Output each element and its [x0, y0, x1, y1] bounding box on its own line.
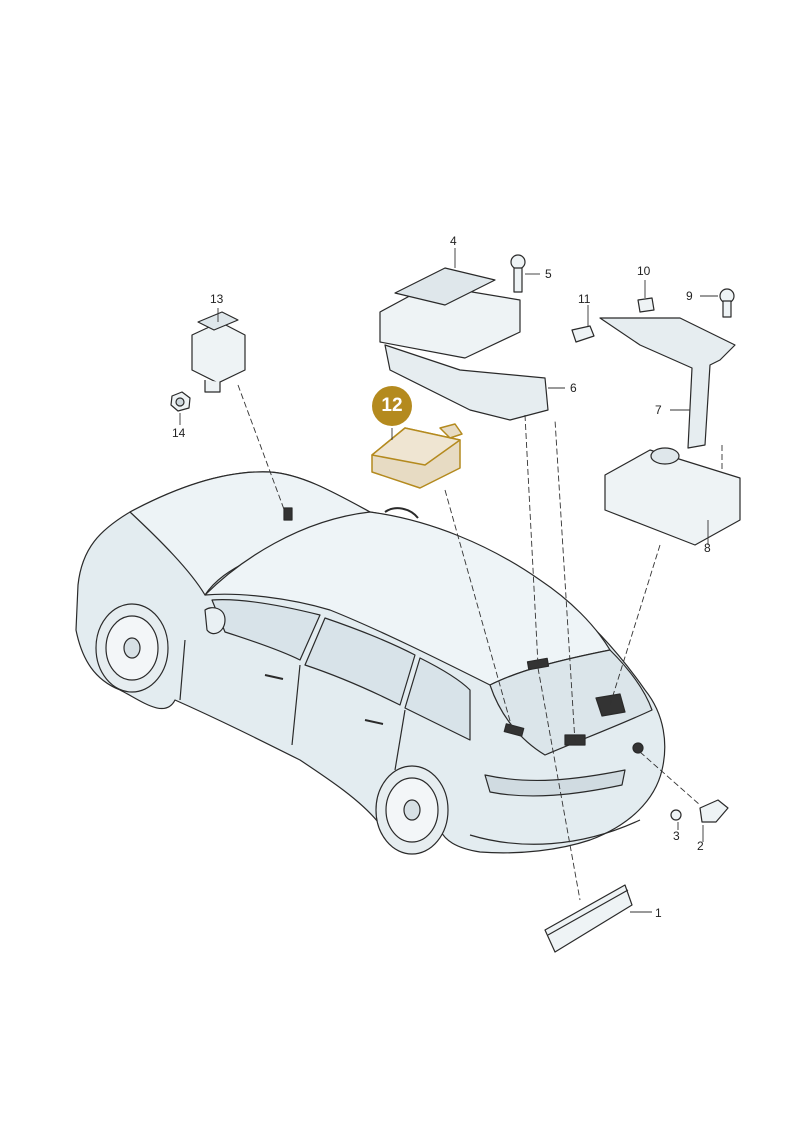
- callout-12-badge: 12: [372, 386, 412, 426]
- callout-8: 8: [704, 541, 711, 555]
- car-illustration: [75, 471, 666, 855]
- callout-3: 3: [673, 829, 680, 843]
- callout-7: 7: [655, 403, 662, 417]
- callout-10: 10: [637, 264, 651, 278]
- callout-5: 5: [545, 267, 552, 281]
- leader-lines: [179, 248, 723, 913]
- parts: [170, 254, 741, 953]
- callout-1: 1: [655, 906, 662, 920]
- callout-4: 4: [450, 234, 457, 248]
- callout-14: 14: [172, 426, 186, 440]
- callout-6: 6: [570, 381, 577, 395]
- part-12-highlight: [371, 423, 463, 489]
- callout-9: 9: [686, 289, 693, 303]
- callout-13: 13: [210, 292, 224, 306]
- callout-2: 2: [697, 839, 704, 853]
- callout-11: 11: [578, 292, 591, 306]
